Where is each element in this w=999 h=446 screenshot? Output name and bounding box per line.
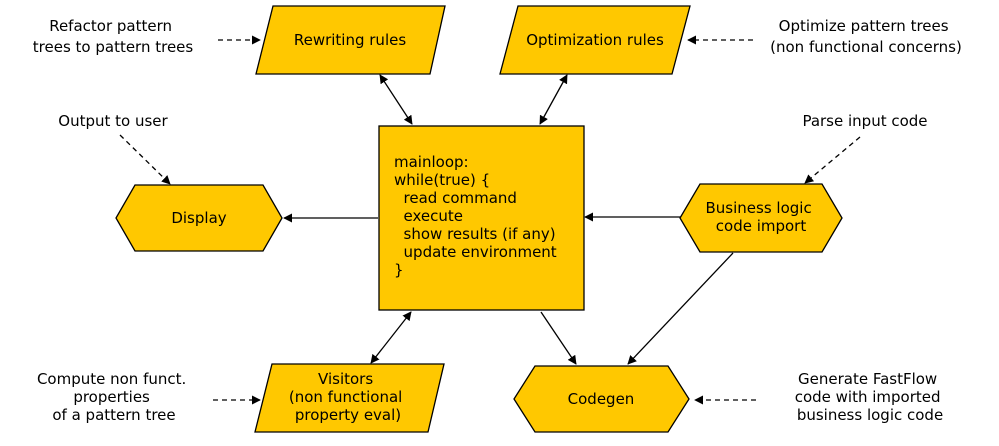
note-refactor-line-1: Refactor pattern xyxy=(49,17,172,35)
edge-business-codegen xyxy=(627,252,734,365)
node-rewriting-rules: Rewriting rules xyxy=(255,5,446,75)
node-visitors: Visitors (non functional property eval) xyxy=(254,363,445,433)
note-generate: Generate FastFlow code with imported bus… xyxy=(795,370,946,424)
note-refactor: Refactor pattern trees to pattern trees xyxy=(33,17,194,56)
mainloop-line-4: execute xyxy=(394,207,463,225)
note-optimize-line-1: Optimize pattern trees xyxy=(779,17,949,35)
mainloop-line-1: mainloop: xyxy=(394,153,469,171)
edge-note-output xyxy=(119,134,171,185)
note-compute-line-2: properties xyxy=(73,388,150,406)
node-codegen-label: Codegen xyxy=(568,390,635,408)
node-mainloop: mainloop: while(true) { read command exe… xyxy=(0,0,590,311)
note-parse: Parse input code xyxy=(802,112,927,130)
mainloop-line-2: while(true) { xyxy=(394,171,490,189)
node-display-label: Display xyxy=(171,209,226,227)
node-visitors-line-3: property eval) xyxy=(295,406,401,424)
node-optimization-rules-label: Optimization rules xyxy=(526,31,664,49)
edge-mainloop-codegen xyxy=(540,311,577,365)
note-compute: Compute non funct. properties of a patte… xyxy=(37,370,191,424)
node-business-logic-line-1: Business logic xyxy=(706,199,812,217)
node-optimization-rules: Optimization rules xyxy=(499,5,691,75)
node-visitors-label: Visitors (non functional property eval) xyxy=(289,370,407,424)
node-business-logic-label: Business logic code import xyxy=(706,199,817,235)
mainloop-line-7: } xyxy=(394,261,404,279)
note-generate-line-1: Generate FastFlow xyxy=(798,370,937,388)
note-generate-line-2: code with imported xyxy=(795,388,941,406)
note-optimize: Optimize pattern trees (non functional c… xyxy=(770,17,962,56)
note-optimize-line-2: (non functional concerns) xyxy=(770,38,962,56)
node-business-logic: Business logic code import xyxy=(679,183,843,253)
note-generate-line-3: business logic code xyxy=(797,406,943,424)
note-compute-line-3: of a pattern tree xyxy=(52,406,175,424)
mainloop-line-3: read command xyxy=(394,189,517,207)
note-refactor-line-2: trees to pattern trees xyxy=(33,38,194,56)
node-rewriting-rules-label: Rewriting rules xyxy=(294,31,406,49)
node-visitors-line-1: Visitors xyxy=(318,370,373,388)
note-output: Output to user xyxy=(58,112,168,130)
node-mainloop-code: mainloop: while(true) { read command exe… xyxy=(0,0,590,279)
node-business-logic-line-2: code import xyxy=(716,217,807,235)
node-codegen: Codegen xyxy=(513,365,690,433)
note-compute-line-1: Compute non funct. xyxy=(37,370,186,388)
edge-rewriting-mainloop xyxy=(379,74,413,125)
edge-optimization-mainloop xyxy=(539,74,568,125)
node-display: Display xyxy=(115,184,283,252)
edge-note-parse xyxy=(804,136,861,184)
node-visitors-line-2: (non functional xyxy=(289,388,402,406)
mainloop-line-5: show results (if any) xyxy=(394,225,556,243)
mainloop-line-6: update environment xyxy=(394,243,557,261)
edge-mainloop-visitors xyxy=(370,311,412,364)
